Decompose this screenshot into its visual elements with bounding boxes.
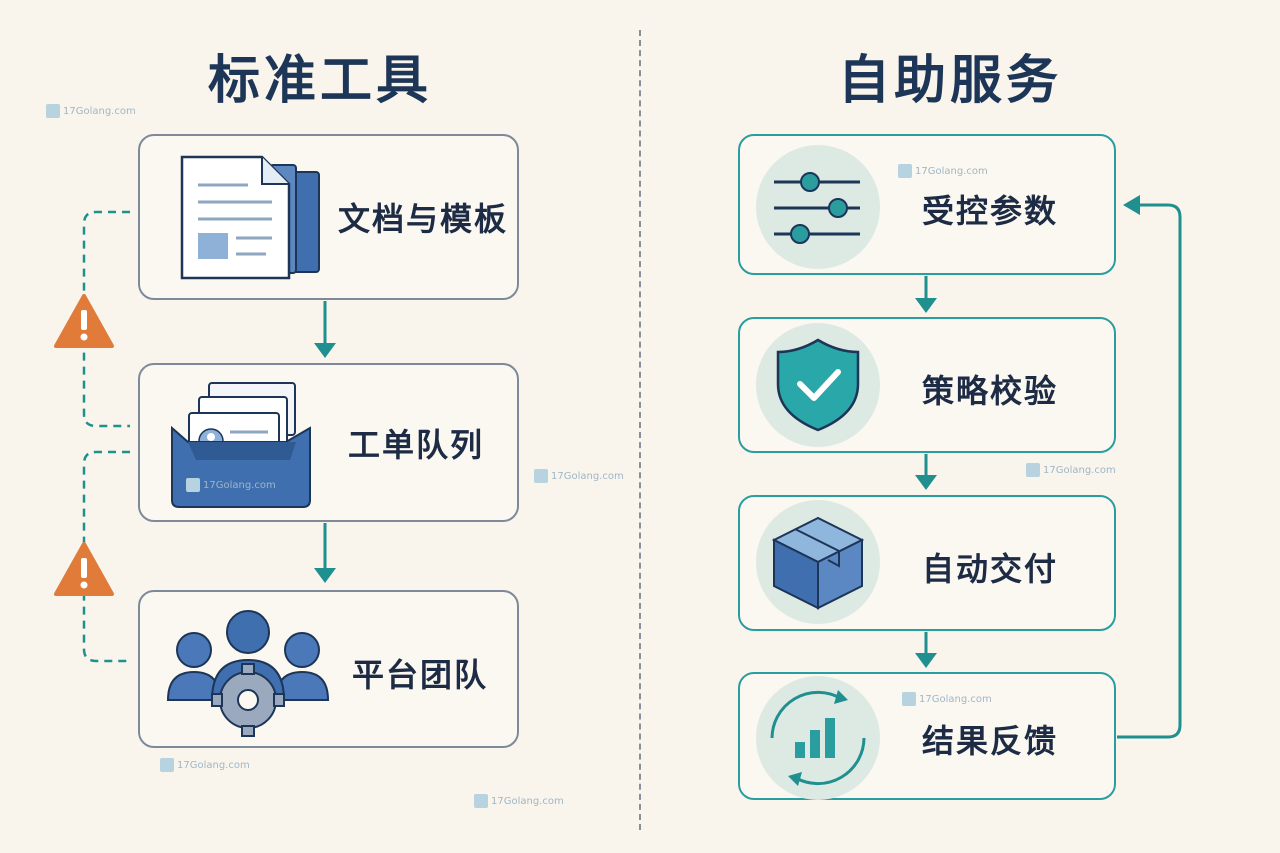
shield-check-icon [776,338,860,432]
left-label-tickets: 工单队列 [348,426,485,464]
watermark: 17Golang.com [474,794,564,808]
left-arrow-2 [314,523,336,583]
right-arrow-1 [915,276,937,313]
right-label-policy: 策略校验 [922,372,1059,410]
package-box-icon [771,516,865,610]
right-arrow-2 [915,454,937,490]
right-label-delivery: 自动交付 [922,550,1059,588]
document-stack-icon [180,155,320,280]
watermark: 17Golang.com [898,164,988,178]
team-gear-icon [166,610,330,737]
left-title: 标准工具 [207,51,432,111]
watermark: 17Golang.com [534,469,624,483]
left-card-team [138,590,519,748]
right-label-feedback: 结果反馈 [922,722,1059,760]
watermark: 17Golang.com [1026,463,1116,477]
left-dashed-loop-1 [82,210,130,428]
warning-icon [54,542,114,596]
watermark: 17Golang.com [46,104,136,118]
left-label-team: 平台团队 [352,656,489,694]
watermark: 17Golang.com [902,692,992,706]
right-arrow-3 [915,632,937,668]
feedback-loop-arrow [1117,195,1182,739]
watermark: 17Golang.com [186,478,276,492]
right-title: 自助服务 [837,51,1062,111]
right-label-params: 受控参数 [922,192,1059,230]
feedback-cycle-icon [770,690,866,786]
left-arrow-1 [314,301,336,358]
warning-icon [54,294,114,348]
center-divider [639,30,641,830]
left-label-docs: 文档与模板 [338,200,509,238]
ticket-inbox-icon [171,382,311,508]
watermark: 17Golang.com [160,758,250,772]
sliders-icon [774,172,860,244]
